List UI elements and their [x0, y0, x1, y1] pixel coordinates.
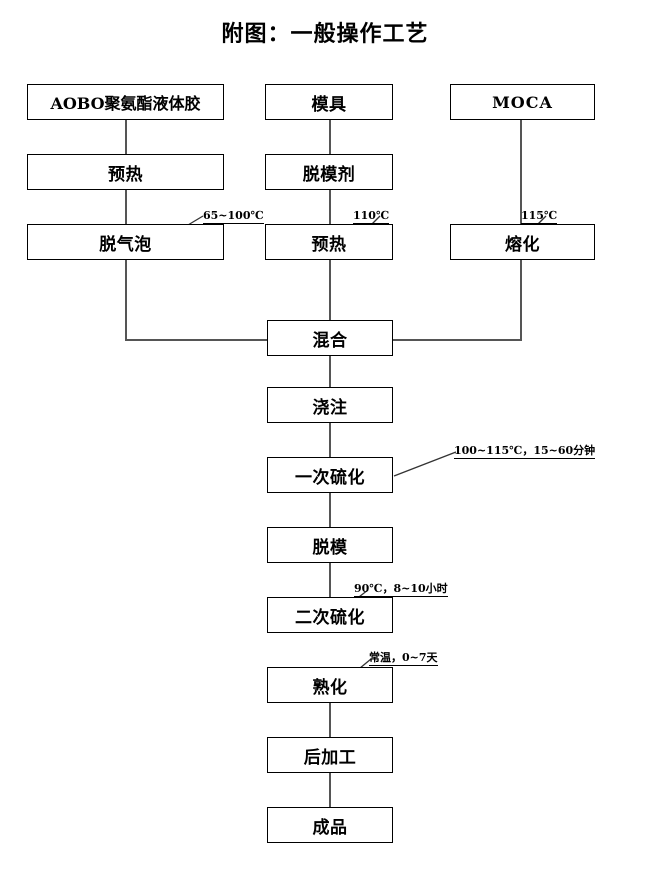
node-preheat-mold[interactable]: 预热 — [265, 224, 393, 260]
leader-line-primary-cure-cond — [393, 451, 457, 477]
node-mold[interactable]: 模具 — [265, 84, 393, 120]
node-moca[interactable]: MOCA — [450, 84, 595, 120]
connector-demold-to-secondary-cure — [329, 563, 331, 599]
connector-aobo-to-preheat-glue — [125, 118, 127, 154]
node-release-agent[interactable]: 脱模剂 — [265, 154, 393, 190]
node-melt[interactable]: 熔化 — [450, 224, 595, 260]
connector-melt-down — [520, 258, 522, 340]
connector-mix-to-pour — [329, 356, 331, 389]
node-secondary-cure[interactable]: 二次硫化 — [267, 597, 393, 633]
page-title: 附图：一般操作工艺 — [221, 21, 429, 47]
connector-maturation-to-post-processing — [329, 703, 331, 739]
annotation-preheat-mold-temp-text: 110℃ — [353, 209, 390, 222]
annotation-secondary-cure-cond: 90℃，8~10小时 — [354, 582, 448, 597]
annotation-maturation-cond-text: 常温，0~7天 — [369, 651, 438, 664]
connector-preheat-mold-to-mix — [329, 258, 331, 322]
annotation-melt-temp-text: 115℃ — [521, 209, 558, 222]
annotation-secondary-cure-cond-text: 90℃，8~10小时 — [354, 582, 448, 595]
annotation-preheat-mold-temp: 110℃ — [353, 209, 390, 224]
connector-release-agent-to-preheat-mold — [329, 188, 331, 224]
node-pour[interactable]: 浇注 — [267, 387, 393, 423]
node-finished-product[interactable]: 成品 — [267, 807, 393, 843]
connector-pour-to-primary-cure — [329, 423, 331, 459]
annotation-degas-temp-text: 65~100℃ — [203, 209, 264, 222]
node-primary-cure[interactable]: 一次硫化 — [267, 457, 393, 493]
connector-degas-down — [125, 258, 127, 340]
node-post-processing[interactable]: 后加工 — [267, 737, 393, 773]
connector-moca-to-melt — [520, 118, 522, 224]
node-preheat-glue[interactable]: 预热 — [27, 154, 224, 190]
annotation-maturation-cond: 常温，0~7天 — [369, 651, 438, 666]
annotation-primary-cure-cond: 100~115℃，15~60分钟 — [454, 444, 596, 459]
connector-degas-to-mix — [125, 339, 267, 341]
node-degas[interactable]: 脱气泡 — [27, 224, 224, 260]
connector-melt-to-mix — [392, 339, 522, 341]
node-maturation[interactable]: 熟化 — [267, 667, 393, 703]
annotation-melt-temp: 115℃ — [521, 209, 558, 224]
annotation-primary-cure-cond-text: 100~115℃，15~60分钟 — [454, 444, 596, 457]
node-demold[interactable]: 脱模 — [267, 527, 393, 563]
connector-preheat-glue-to-degas — [125, 188, 127, 224]
node-mix[interactable]: 混合 — [267, 320, 393, 356]
connector-post-processing-to-finished-product — [329, 773, 331, 809]
connector-primary-cure-to-demold — [329, 493, 331, 529]
annotation-degas-temp: 65~100℃ — [203, 209, 264, 224]
node-aobo-prepolymer[interactable]: AOBO聚氨酯液体胶 — [27, 84, 224, 120]
connector-mold-to-release-agent — [329, 118, 331, 154]
